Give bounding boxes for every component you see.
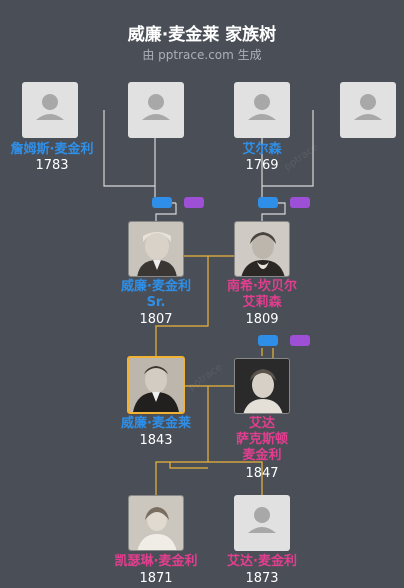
portrait-father-image <box>129 222 183 276</box>
family-toggle-button[interactable] <box>258 335 278 346</box>
person-name[interactable]: 艾达·麦金利 <box>227 554 297 569</box>
person-photo-focused[interactable] <box>127 356 185 414</box>
person-name-line3[interactable]: 麦金利 <box>242 448 282 463</box>
person-photo[interactable] <box>128 495 184 551</box>
person-name-line1[interactable]: 艾达 <box>248 416 275 431</box>
family-toggle-button[interactable] <box>258 197 278 208</box>
person-name-line1[interactable]: 威廉·麦金利 <box>121 279 191 294</box>
portrait-mother-image <box>235 222 289 276</box>
person-card-placeholder[interactable] <box>22 82 78 138</box>
person-card-placeholder[interactable] <box>128 82 184 138</box>
person-card-placeholder[interactable] <box>234 495 290 551</box>
connector-couple-to-children <box>155 386 263 495</box>
family-toggle-button[interactable] <box>184 197 204 208</box>
page-title: 威廉·麦金莱 家族树 <box>127 25 277 45</box>
birth-year: 1783 <box>35 158 69 173</box>
person-card-placeholder[interactable] <box>340 82 396 138</box>
person-photo[interactable] <box>234 358 290 414</box>
birth-year: 1847 <box>245 466 279 481</box>
person-name-line2[interactable]: Sr. <box>146 295 166 310</box>
family-toggle-button[interactable] <box>152 197 172 208</box>
birth-year: 1809 <box>245 312 279 327</box>
person-silhouette-icon <box>248 94 276 120</box>
person-name-line2[interactable]: 艾莉森 <box>242 295 282 310</box>
family-toggle-button[interactable] <box>290 197 310 208</box>
person-name-line1[interactable]: 南希·坎贝尔 <box>227 279 297 294</box>
person-silhouette-icon <box>142 94 170 120</box>
connector-paternal-to-father <box>155 203 177 221</box>
birth-year: 1843 <box>139 433 173 448</box>
person-name[interactable]: 詹姆斯·麦金利 <box>10 142 94 157</box>
birth-year: 1807 <box>139 312 173 327</box>
person-card-placeholder[interactable] <box>234 82 290 138</box>
family-toggle-button[interactable] <box>290 335 310 346</box>
connector-maternal-to-mother <box>261 202 286 221</box>
person-silhouette-icon <box>36 94 64 120</box>
connector-parents-to-william <box>155 256 209 356</box>
portrait-katherine-image <box>129 496 183 550</box>
person-name[interactable]: 凯瑟琳·麦金利 <box>114 554 198 569</box>
person-silhouette-icon <box>248 507 276 533</box>
person-photo[interactable] <box>234 221 290 277</box>
person-name-line2[interactable]: 萨克斯顿 <box>235 432 288 447</box>
birth-year: 1873 <box>245 571 279 586</box>
person-photo[interactable] <box>128 221 184 277</box>
page-subtitle: 由 pptrace.com 生成 <box>142 48 262 62</box>
portrait-william-image <box>129 358 183 412</box>
person-silhouette-icon <box>354 94 382 120</box>
person-name[interactable]: 艾尔森 <box>242 142 282 157</box>
birth-year: 1769 <box>245 158 279 173</box>
portrait-ida-image <box>235 359 289 413</box>
person-name[interactable]: 威廉·麦金莱 <box>121 416 191 431</box>
connector-couple <box>184 348 274 387</box>
birth-year: 1871 <box>139 571 173 586</box>
